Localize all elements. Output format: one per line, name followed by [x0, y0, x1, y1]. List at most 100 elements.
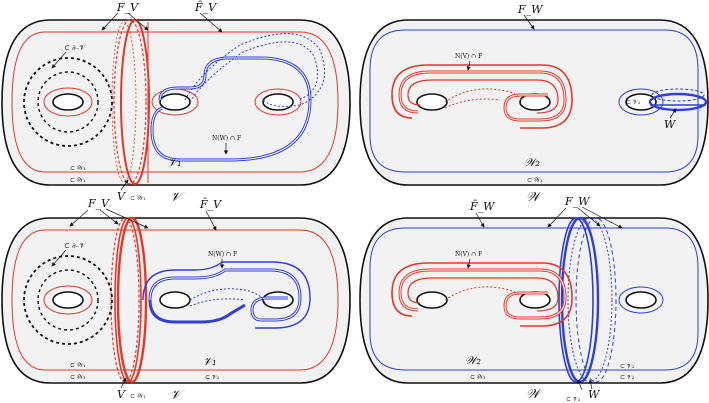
blue-loop	[618, 286, 664, 314]
nv-band-solid-white	[399, 71, 566, 121]
disk-fv	[113, 19, 147, 185]
nw-band-dotted	[184, 33, 325, 107]
label-v2: ⊂ 𝒱₂	[205, 374, 220, 381]
arrow	[105, 208, 149, 229]
hole	[625, 93, 657, 111]
dashed-circle-outer	[23, 255, 113, 345]
hole	[262, 93, 294, 111]
nw-band-dotted	[189, 298, 246, 307]
label-calv1: 𝒱₁	[203, 355, 217, 368]
dashed-circle-inner	[37, 71, 99, 133]
hole	[416, 93, 448, 111]
w-disk	[648, 92, 708, 112]
disk-v	[116, 216, 148, 384]
panel-top-right: F_W N(V) ∩ F ⊂ 𝒱₂ W 𝒲₂ ⊂ 𝒲₁ 𝒲	[359, 3, 709, 205]
label-fv: F_V	[116, 1, 139, 14]
label-nv-cap-f: N(V) ∩ F	[455, 53, 482, 60]
label-boundary: ⊂ ∂₋𝒱	[64, 44, 86, 52]
hole	[262, 291, 294, 309]
red-loop	[43, 285, 93, 315]
label-nv-cap-f: N(V) ∩ F	[455, 251, 482, 258]
label-v2-b: ⊂ 𝒱₂	[620, 374, 635, 381]
nv-band-dotted	[444, 88, 523, 103]
label-sub-w1: ⊂ 𝒲₁	[130, 195, 146, 202]
panel-bottom-right: F̄_W F_W N(V) ∩ F 𝒲₂ ⊂ 𝒲₁ ⊂ 𝒱₂ ⊂ 𝒱₂ 𝒲 ⊂ …	[359, 195, 709, 403]
panel-bottom-left: F_V F̄_V ⊂ ∂₋𝒱 N(W) ∩ F 𝒱₁ ⊂ 𝒲₁ ⊂ 𝒲₁ ⊂ 𝒱…	[1, 197, 351, 403]
nw-band-lower	[148, 299, 246, 324]
red-loop	[43, 87, 93, 117]
arrow	[120, 377, 127, 389]
v-inner-boundary	[11, 31, 339, 173]
label-calw2: 𝒲₂	[465, 354, 481, 367]
panel-top-left: F_V F̄_V ⊂ ∂₋𝒱 N(W) ∩ F 𝒱₁ ⊂ 𝒲₁ ⊂ 𝒲₁ V ⊂…	[1, 1, 351, 205]
arrow	[120, 179, 129, 191]
disk-v	[120, 19, 150, 185]
hole	[625, 291, 657, 309]
nw-band-dotted	[189, 288, 266, 304]
nv-band-inner	[407, 79, 559, 114]
w-disk-dashed	[575, 217, 617, 383]
label-bar-fw: F̄_W	[469, 200, 496, 213]
arrow	[101, 12, 119, 31]
hole	[159, 291, 191, 309]
label-nw-cap-f: N(W) ∩ F	[212, 135, 241, 142]
disk-v-2	[114, 217, 142, 383]
label-w1: ⊂ 𝒲₁	[470, 374, 486, 381]
label-calw2: 𝒲₂	[524, 156, 540, 169]
arrow	[127, 12, 149, 31]
label-sub-w1: ⊂ 𝒲₁	[130, 393, 146, 400]
nv-band-outer	[391, 64, 573, 129]
arrow	[99, 209, 119, 225]
label-w1-a: ⊂ 𝒲₁	[70, 362, 86, 369]
label-calv: 𝒱	[170, 190, 185, 205]
label-w1: ⊂ 𝒲₁	[527, 177, 543, 184]
arrow	[523, 14, 535, 30]
arrow	[577, 379, 583, 391]
blue-loop	[618, 88, 664, 116]
label-w1-b: ⊂ 𝒲₁	[70, 374, 86, 381]
label-v: V	[117, 190, 126, 203]
arrow	[51, 51, 67, 69]
arrow	[69, 209, 89, 227]
label-sub-v2: ⊂ 𝒱₂	[626, 99, 641, 106]
label-fw: F_W	[517, 3, 544, 16]
label-boundary: ⊂ ∂₋𝒱	[64, 242, 86, 250]
nw-band-dotted-2	[189, 41, 318, 103]
w-inner-boundary	[369, 227, 699, 371]
label-bar-fv: F̄_V	[199, 198, 222, 211]
label-sub-v2: ⊂ 𝒱₂	[566, 396, 581, 403]
nv-band-dotted	[444, 98, 501, 109]
hole	[52, 93, 84, 111]
v-inner-boundary	[11, 229, 339, 371]
w-inner-boundary	[369, 29, 699, 173]
label-w: W	[588, 388, 601, 401]
hole	[159, 93, 191, 111]
label-calw: 𝒲	[526, 190, 543, 205]
label-v2-a: ⊂ 𝒱₂	[620, 363, 635, 370]
label-w1-b: ⊂ 𝒲₁	[70, 177, 86, 184]
hole	[52, 291, 84, 309]
label-calw: 𝒲	[526, 387, 543, 402]
arrow	[466, 258, 471, 269]
arrow	[577, 207, 601, 227]
label-fw: F_W	[564, 195, 591, 208]
w-disk-2	[558, 217, 594, 383]
dashed-circle-inner	[37, 269, 99, 331]
arrow	[475, 212, 485, 228]
nv-band-dotted	[444, 286, 523, 301]
dashed-circle-outer	[23, 57, 113, 147]
label-fv: F_V	[87, 197, 110, 210]
arrow	[581, 206, 623, 229]
nw-band-outer	[142, 261, 311, 329]
label-nw-cap-f: N(W) ∩ F	[208, 251, 237, 258]
red-loop	[254, 88, 302, 116]
nw-band-solid-white	[149, 269, 301, 321]
arrow	[466, 60, 471, 71]
label-calv1: 𝒱₁	[168, 156, 182, 169]
hole	[416, 291, 448, 309]
arrow	[199, 12, 223, 33]
label-w1-a: ⊂ 𝒲₁	[70, 165, 86, 172]
arrow	[205, 210, 217, 231]
arrow	[669, 108, 677, 119]
